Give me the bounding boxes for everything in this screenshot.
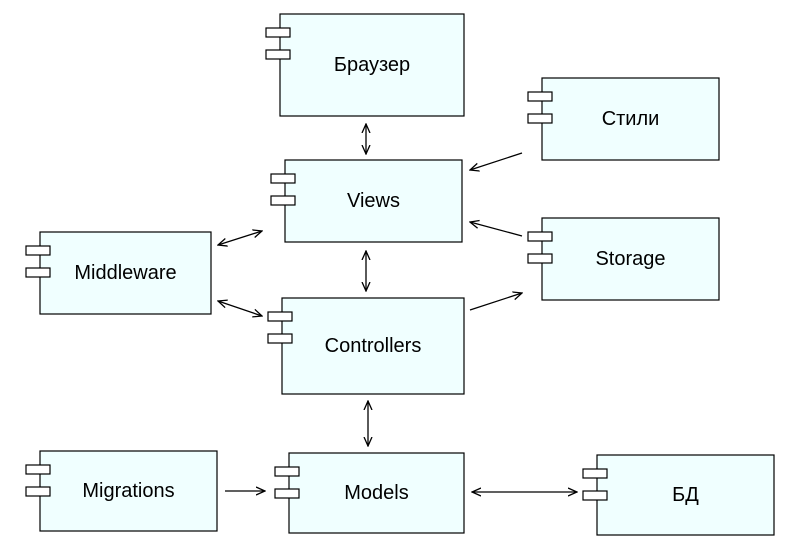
component-label: Migrations xyxy=(82,480,174,502)
component-port-icon xyxy=(274,488,300,499)
component-label: Views xyxy=(347,190,400,212)
component-box xyxy=(596,454,775,536)
component-port-icon xyxy=(274,466,300,477)
component-label: Storage xyxy=(595,248,665,270)
component-port-icon xyxy=(527,113,553,124)
component-port-icon xyxy=(527,91,553,102)
component-box xyxy=(281,297,465,395)
component-box xyxy=(39,450,218,532)
component-styles: Стили xyxy=(527,77,720,161)
component-views: Views xyxy=(270,159,463,243)
connector-controllers-storage xyxy=(469,293,522,311)
component-db: БД xyxy=(582,454,775,536)
component-port-icon xyxy=(25,267,51,278)
component-port-icon xyxy=(582,490,608,501)
component-port-icon xyxy=(267,333,293,344)
connector-middleware-controllers xyxy=(218,301,262,316)
component-storage: Storage xyxy=(527,217,720,301)
component-migrations: Migrations xyxy=(25,450,218,532)
component-port-icon xyxy=(582,468,608,479)
component-port-icon xyxy=(527,231,553,242)
component-box xyxy=(541,217,720,301)
component-port-icon xyxy=(25,245,51,256)
component-port-icon xyxy=(265,49,291,60)
component-label: Controllers xyxy=(325,335,422,357)
component-port-icon xyxy=(267,311,293,322)
component-middleware: Middleware xyxy=(25,231,212,315)
component-port-icon xyxy=(270,195,296,206)
connector-middleware-views xyxy=(218,231,262,245)
component-box xyxy=(279,13,465,117)
component-models: Models xyxy=(274,452,465,534)
component-port-icon xyxy=(265,27,291,38)
components-layer: БраузерСтилиViewsStorageMiddlewareContro… xyxy=(25,13,775,536)
component-label: БД xyxy=(672,484,699,506)
component-label: Middleware xyxy=(74,262,176,284)
component-box xyxy=(288,452,465,534)
component-browser: Браузер xyxy=(265,13,465,117)
component-controllers: Controllers xyxy=(267,297,465,395)
connector-storage-views xyxy=(470,222,523,237)
component-label: Браузер xyxy=(334,54,410,76)
component-port-icon xyxy=(25,464,51,475)
connectors-layer xyxy=(218,124,577,492)
component-port-icon xyxy=(527,253,553,264)
connector-styles-views xyxy=(470,152,523,170)
component-port-icon xyxy=(270,173,296,184)
component-port-icon xyxy=(25,486,51,497)
component-label: Models xyxy=(344,482,408,504)
component-label: Стили xyxy=(602,108,660,130)
